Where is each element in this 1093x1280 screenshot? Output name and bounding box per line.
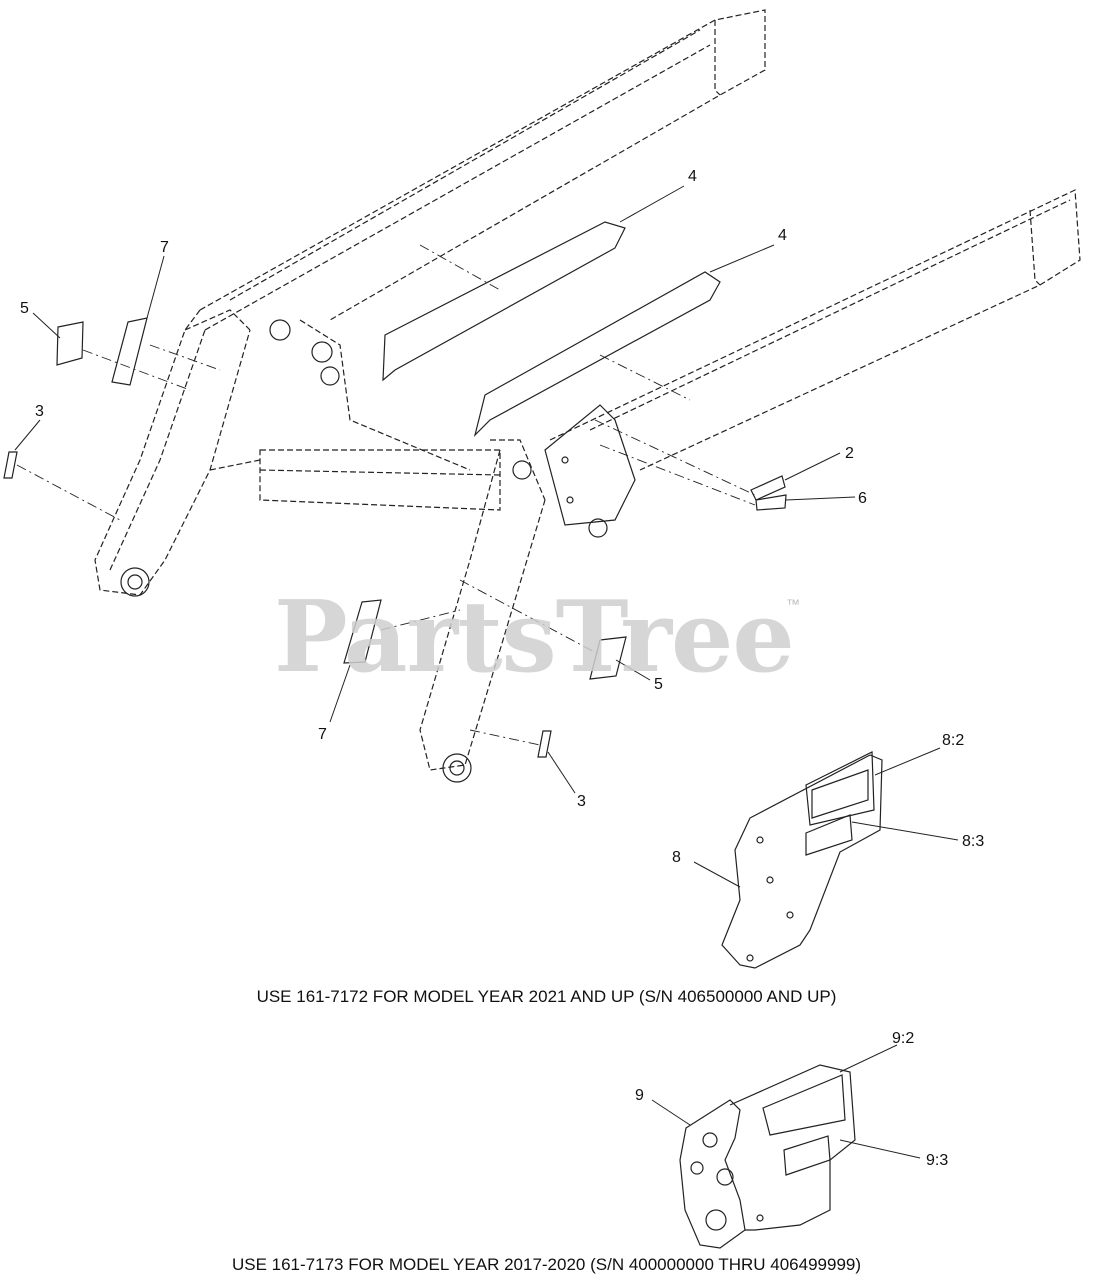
partstree-watermark: PartsTree (274, 580, 795, 695)
callout-8: 8 (672, 849, 681, 866)
callout-5-left: 5 (20, 300, 29, 317)
mount-hole-icon (561, 456, 569, 464)
callout-9-3: 9:3 (926, 1152, 948, 1169)
decal-3-left (3, 451, 18, 479)
callout-8-3: 8:3 (962, 833, 984, 850)
right-arm-link-pin-icon (512, 460, 532, 480)
callout-3-left: 3 (35, 403, 44, 420)
alignment-lines (16, 244, 756, 746)
callout-4-lower: 4 (778, 227, 787, 244)
left-arm-link-pin-icon (320, 366, 340, 386)
callout-4-upper: 4 (688, 168, 697, 185)
right-arm-pivot-pin-icon (449, 760, 465, 776)
decal-7-right (343, 599, 382, 664)
decal-9-3 (783, 1135, 831, 1176)
decal-3-right (537, 730, 552, 758)
right-loader-arm (419, 189, 1081, 771)
trademark-symbol: ™ (786, 596, 800, 612)
decal-4-upper (382, 221, 626, 382)
decal-2 (750, 475, 786, 501)
callout-leaders (14, 185, 959, 1159)
callout-9-2: 9:2 (892, 1030, 914, 1047)
right-arm-pivot-icon (442, 753, 472, 783)
decal-6 (755, 494, 787, 511)
decal-7-left (111, 317, 148, 386)
left-arm-upper-pin-icon (269, 319, 291, 341)
callout-labels: 4 4 7 5 3 2 6 5 7 3 8:2 8:3 8 9:2 9 9:3 (20, 168, 984, 1169)
callout-2: 2 (845, 445, 854, 462)
left-arm-pivot-icon (120, 567, 150, 597)
caption-model-2021: USE 161-7172 FOR MODEL YEAR 2021 AND UP … (256, 987, 837, 1006)
callout-7-right: 7 (318, 726, 327, 743)
mount-hole-icon (566, 496, 574, 504)
right-mount-plate (544, 404, 636, 526)
decal-4-lower (473, 271, 721, 437)
callout-7-left: 7 (160, 239, 169, 256)
callout-5-right: 5 (654, 676, 663, 693)
decal-8-3 (805, 814, 853, 856)
left-loader-arm (94, 9, 766, 596)
part-8-plate (721, 751, 883, 969)
decal-5-left (56, 321, 84, 366)
callout-8-2: 8:2 (942, 732, 964, 749)
callout-6: 6 (858, 490, 867, 507)
cross-tube (209, 319, 501, 511)
left-arm-pivot-pin-icon (127, 574, 143, 590)
decal-9-2 (762, 1074, 846, 1136)
part-9-plate (679, 1064, 856, 1249)
left-arm-link-pin-icon (311, 341, 333, 363)
callout-3-right: 3 (577, 793, 586, 810)
callout-9: 9 (635, 1087, 644, 1104)
decal-5-right (589, 636, 627, 680)
caption-model-2017: USE 161-7173 FOR MODEL YEAR 2017-2020 (S… (231, 1255, 862, 1274)
right-arm-link-pin-icon (588, 518, 608, 538)
decal-8-2 (805, 751, 875, 826)
